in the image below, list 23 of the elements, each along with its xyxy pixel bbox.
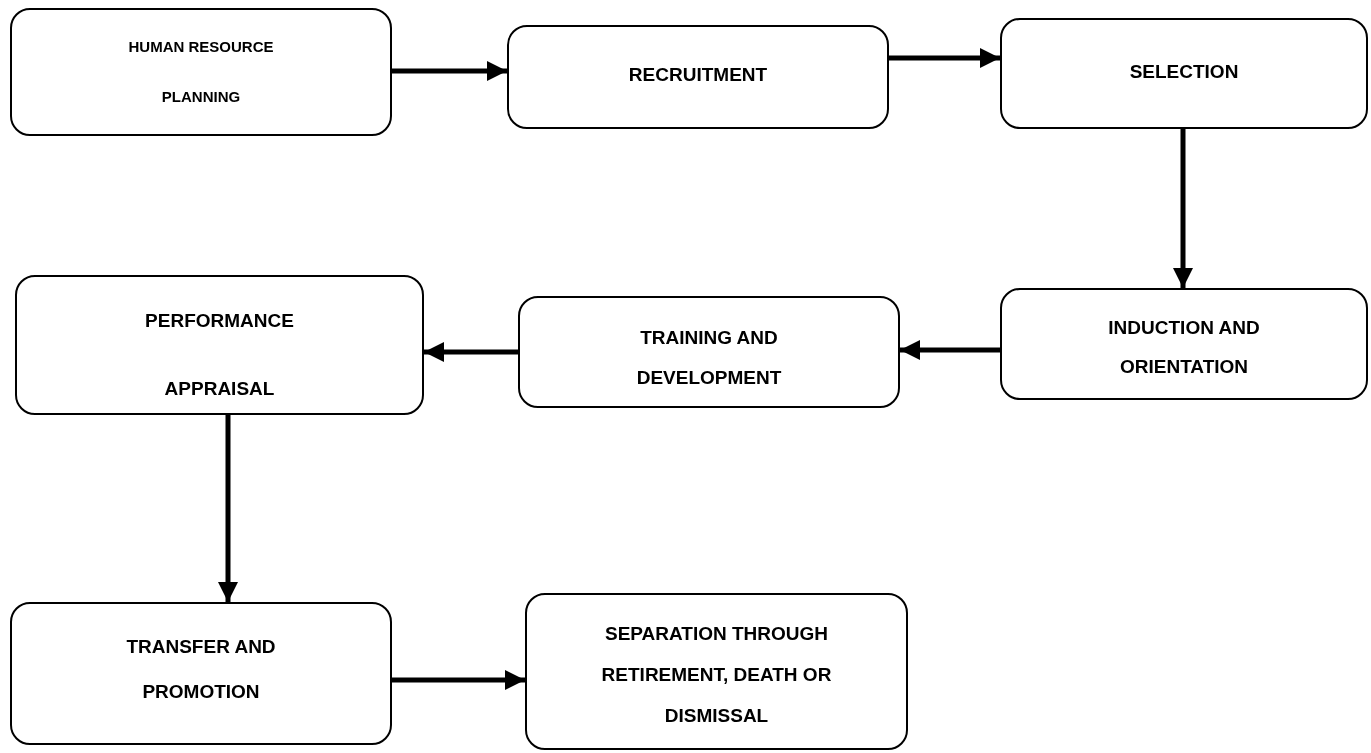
arrow (392, 61, 507, 81)
process-box (15, 275, 424, 415)
arrow (1173, 129, 1193, 288)
arrow (889, 48, 1000, 68)
step-label: RECRUITMENT (627, 63, 769, 87)
step-label: HUMAN RESOURCE PLANNING (127, 37, 275, 107)
step-label: TRANSFER AND PROMOTION (125, 635, 277, 704)
step-label: PERFORMANCE APPRAISAL (144, 309, 295, 401)
step-label: INDUCTION AND ORIENTATION (1107, 316, 1261, 379)
step-label: SEPARATION THROUGH RETIREMENT, DEATH OR DISMISSAL (600, 622, 833, 728)
arrow (424, 342, 518, 362)
process-box (507, 25, 889, 129)
arrow (900, 340, 1000, 360)
process-box (1000, 18, 1368, 129)
arrow (218, 415, 238, 602)
arrow (392, 670, 525, 690)
process-box (518, 296, 900, 408)
step-label: TRAINING AND DEVELOPMENT (635, 326, 783, 390)
process-box (525, 593, 908, 750)
process-box (10, 8, 392, 136)
process-box (10, 602, 392, 745)
process-box (1000, 288, 1368, 400)
step-label: SELECTION (1128, 60, 1240, 84)
